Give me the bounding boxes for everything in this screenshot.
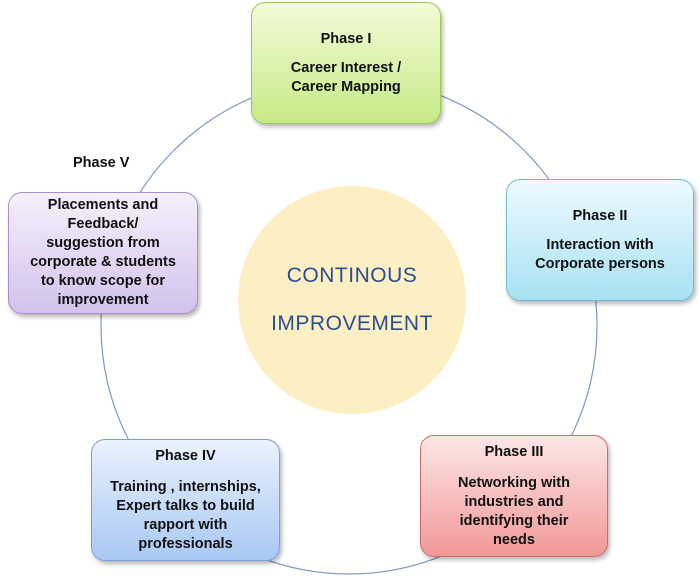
center-circle: CONTINOUS IMPROVEMENT bbox=[238, 186, 466, 414]
phase-4-line: rapport with bbox=[143, 516, 228, 533]
phase-1-box: Phase I Career Interest / Career Mapping bbox=[251, 2, 441, 124]
phase-2-line: Interaction with bbox=[546, 236, 654, 253]
phase-5-line: to know scope for bbox=[40, 273, 166, 289]
phase-5-line: improvement bbox=[57, 292, 149, 308]
center-label-line2: IMPROVEMENT bbox=[271, 312, 433, 335]
phase-2-title: Phase II bbox=[572, 207, 628, 224]
phase-3-line: needs bbox=[493, 531, 535, 548]
phase-1-title: Phase I bbox=[320, 30, 372, 47]
phase-4-title: Phase IV bbox=[155, 447, 216, 464]
phase-1-line: Career Interest / bbox=[290, 59, 402, 76]
phase-5-line: suggestion from bbox=[46, 235, 160, 251]
phase-5-title: Phase V bbox=[73, 155, 130, 171]
phase-2-box: Phase II Interaction with Corporate pers… bbox=[506, 179, 694, 301]
phase-2-line: Corporate persons bbox=[535, 255, 665, 272]
phase-4-line: Training , internships, bbox=[110, 478, 261, 495]
center-label-line1: CONTINOUS bbox=[286, 264, 418, 287]
phase-4-box: Phase IV Training , internships, Expert … bbox=[91, 439, 280, 561]
phase-3-line: identifying their bbox=[459, 512, 569, 529]
phase-1-line: Career Mapping bbox=[291, 78, 401, 95]
phase-5-line: Placements and bbox=[47, 197, 159, 213]
phase-3-line: Networking with bbox=[458, 474, 570, 491]
phase-3-line: industries and bbox=[464, 493, 564, 510]
phase-4-line: Expert talks to build bbox=[116, 497, 255, 514]
phase-5-line: corporate & students bbox=[30, 254, 176, 270]
phase-4-line: professionals bbox=[138, 535, 233, 552]
phase-5-line: Feedback/ bbox=[67, 216, 139, 232]
phase-3-box: Phase III Networking with industries and… bbox=[420, 435, 608, 557]
phase-3-title: Phase III bbox=[484, 443, 544, 460]
phase-5-box: Placements and Feedback/ suggestion from… bbox=[8, 192, 198, 314]
